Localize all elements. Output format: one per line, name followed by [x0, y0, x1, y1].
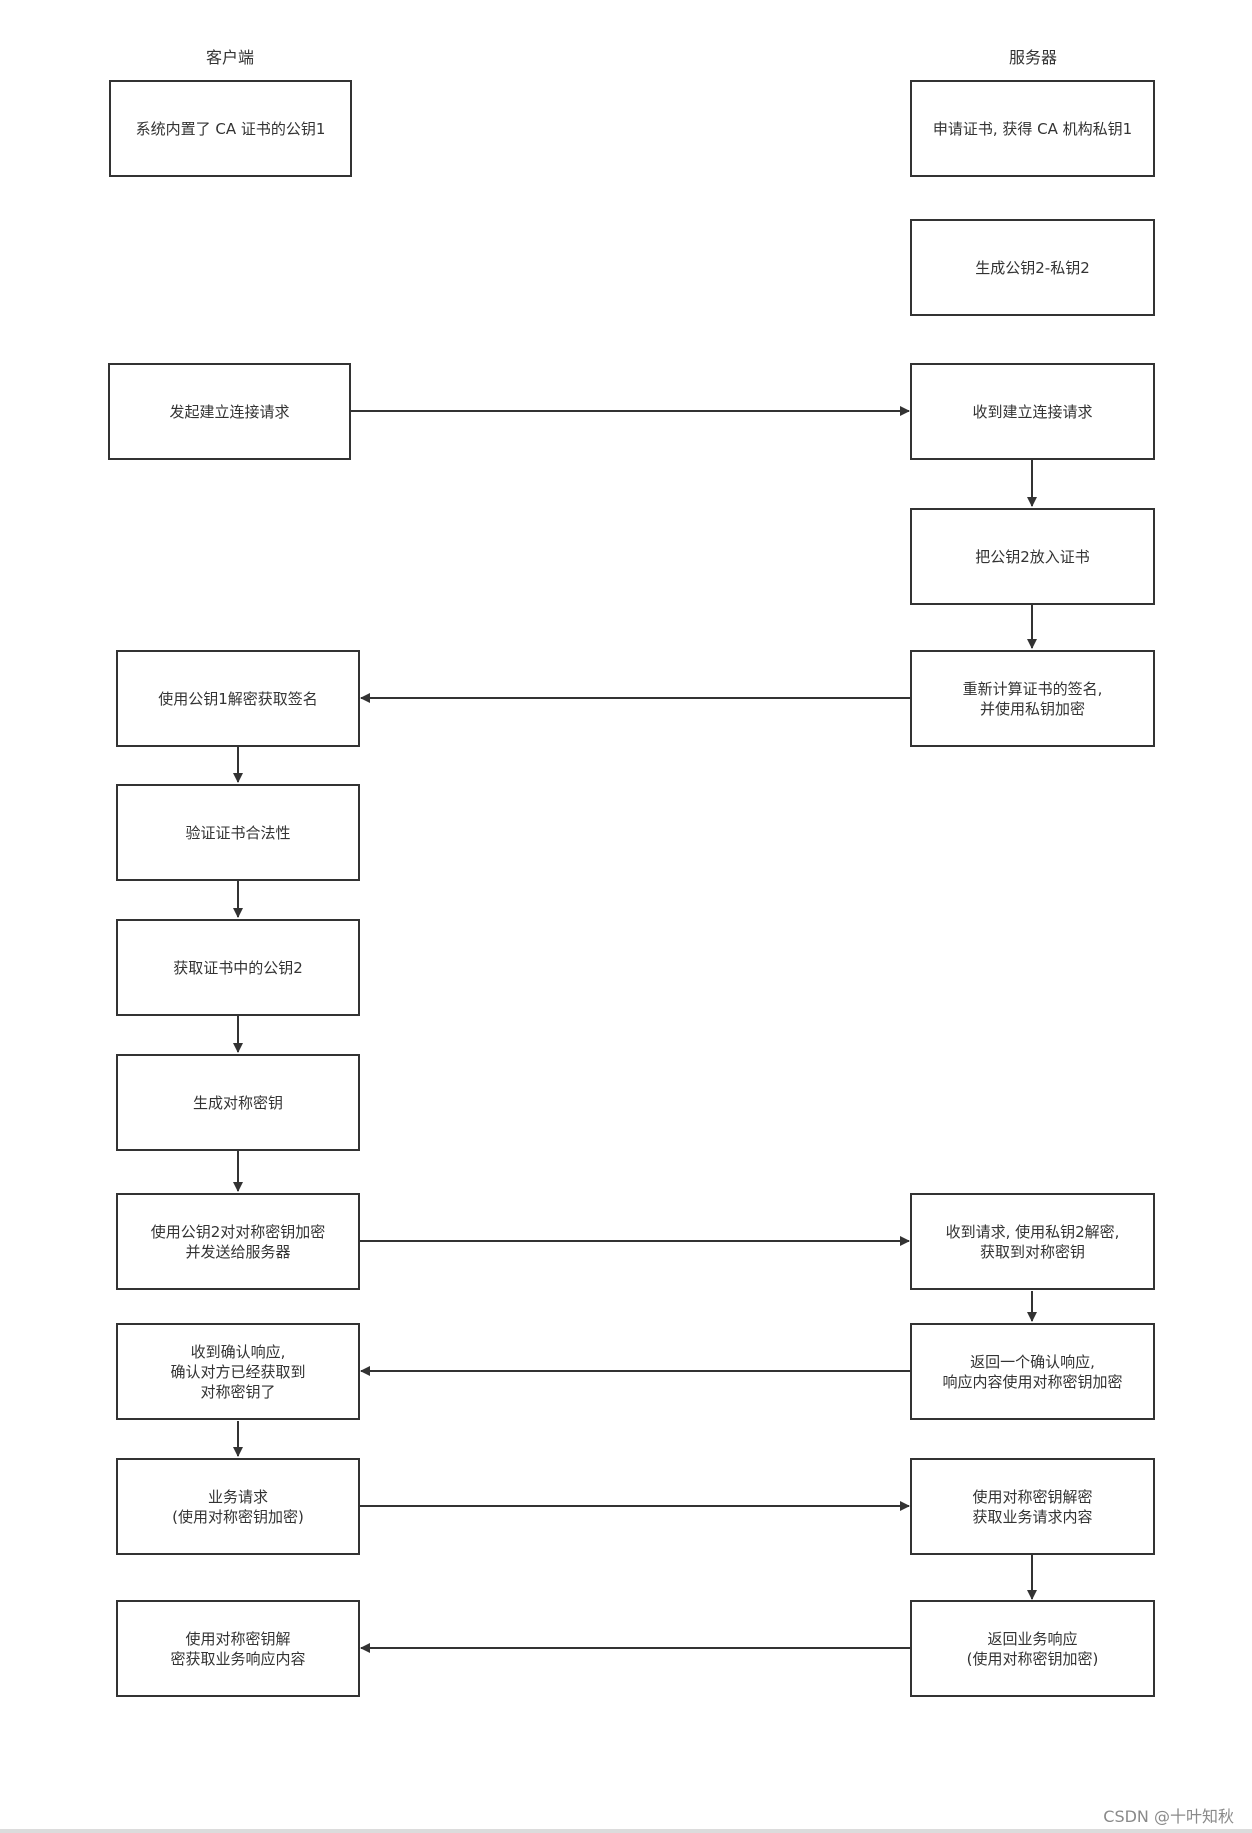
client-column-label: 客户端 [205, 48, 254, 67]
server-apply-certificate-box: 申请证书, 获得 CA 机构私钥1 [910, 80, 1155, 177]
server-decrypt-request-box: 使用对称密钥解密 获取业务请求内容 [910, 1458, 1155, 1555]
client-verify-certificate-box: 验证证书合法性 [116, 784, 360, 881]
client-builtin-ca-key-box: 系统内置了 CA 证书的公钥1 [109, 80, 352, 177]
server-receive-connection-box: 收到建立连接请求 [910, 363, 1155, 460]
server-put-key-in-cert-box: 把公钥2放入证书 [910, 508, 1155, 605]
client-encrypt-send-key-box: 使用公钥2对对称密钥加密 并发送给服务器 [116, 1193, 360, 1290]
client-generate-symmetric-key-box: 生成对称密钥 [116, 1054, 360, 1151]
client-get-public-key-box: 获取证书中的公钥2 [116, 919, 360, 1016]
server-business-response-box: 返回业务响应 (使用对称密钥加密) [910, 1600, 1155, 1697]
client-receive-confirmation-box: 收到确认响应, 确认对方已经获取到 对称密钥了 [116, 1323, 360, 1420]
server-column-label: 服务器 [1008, 48, 1057, 67]
client-decrypt-signature-box: 使用公钥1解密获取签名 [116, 650, 360, 747]
client-business-request-box: 业务请求 (使用对称密钥加密) [116, 1458, 360, 1555]
server-sign-certificate-box: 重新计算证书的签名, 并使用私钥加密 [910, 650, 1155, 747]
client-decrypt-response-box: 使用对称密钥解 密获取业务响应内容 [116, 1600, 360, 1697]
server-decrypt-key-box: 收到请求, 使用私钥2解密, 获取到对称密钥 [910, 1193, 1155, 1290]
csdn-watermark: CSDN @十叶知秋 [1103, 1807, 1234, 1826]
client-initiate-connection-box: 发起建立连接请求 [108, 363, 351, 460]
server-generate-keypair-box: 生成公钥2-私钥2 [910, 219, 1155, 316]
server-send-confirmation-box: 返回一个确认响应, 响应内容使用对称密钥加密 [910, 1323, 1155, 1420]
bottom-divider [0, 1829, 1252, 1833]
